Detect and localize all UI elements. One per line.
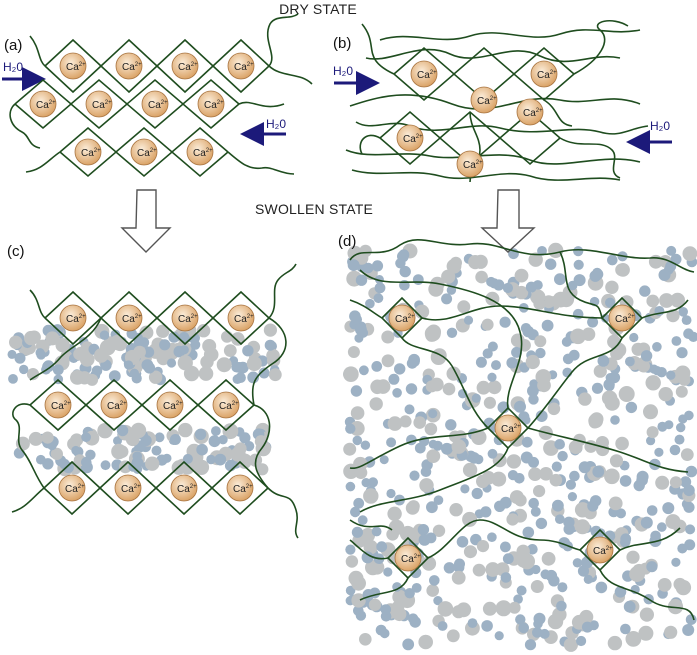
calcium-ion-icon: Ca2+ — [470, 86, 498, 114]
calcium-ion-icon: Ca2+ — [130, 138, 158, 166]
calcium-ion-label: Ca2+ — [219, 401, 239, 412]
calcium-ion-label: Ca2+ — [163, 401, 183, 412]
down-arrow-icon — [480, 189, 536, 253]
calcium-ion-icon: Ca2+ — [608, 304, 636, 332]
calcium-ion-icon: Ca2+ — [396, 124, 424, 152]
calcium-ion-icon: Ca2+ — [197, 90, 225, 118]
calcium-ion-label: Ca2+ — [92, 100, 112, 111]
calcium-ion-icon: Ca2+ — [114, 474, 142, 502]
calcium-ion-label: Ca2+ — [81, 148, 101, 159]
calcium-ion-label: Ca2+ — [107, 401, 127, 412]
panel-label-d: (d) — [338, 233, 356, 250]
calcium-ion-label: Ca2+ — [477, 96, 497, 107]
calcium-ion-icon: Ca2+ — [394, 544, 422, 572]
panel-label-b: (b) — [333, 35, 351, 52]
swollen-state-heading: SWOLLEN STATE — [255, 201, 373, 217]
calcium-ion-icon: Ca2+ — [58, 474, 86, 502]
water-label: H₂0 — [3, 60, 23, 74]
calcium-ion-icon: Ca2+ — [59, 52, 87, 80]
water-inflow-arrow-icon: H₂0 — [240, 117, 286, 146]
calcium-ion-label: Ca2+ — [178, 62, 198, 73]
calcium-ion-label: Ca2+ — [51, 401, 71, 412]
calcium-ion-icon: Ca2+ — [410, 60, 438, 88]
calcium-ion-icon: Ca2+ — [186, 138, 214, 166]
calcium-ion-icon: Ca2+ — [170, 474, 198, 502]
calcium-ion-label: Ca2+ — [65, 484, 85, 495]
calcium-ion-icon: Ca2+ — [171, 52, 199, 80]
water-molecules-panel-c — [7, 323, 282, 477]
calcium-ion-label: Ca2+ — [501, 424, 521, 435]
calcium-ion-icon: Ca2+ — [85, 90, 113, 118]
calcium-ion-icon: Ca2+ — [74, 138, 102, 166]
calcium-ion-label: Ca2+ — [66, 314, 86, 325]
panel-b-network — [345, 19, 649, 183]
calcium-ion-label: Ca2+ — [537, 70, 557, 81]
calcium-ion-icon: Ca2+ — [59, 304, 87, 332]
calcium-ion-label: Ca2+ — [523, 108, 543, 119]
calcium-ion-label: Ca2+ — [122, 314, 142, 325]
calcium-ion-icon: Ca2+ — [530, 60, 558, 88]
calcium-ion-icon: Ca2+ — [44, 391, 72, 419]
panel-a-network — [9, 13, 313, 178]
calcium-ion-icon: Ca2+ — [388, 304, 416, 332]
calcium-ion-icon: Ca2+ — [227, 304, 255, 332]
calcium-ion-icon: Ca2+ — [156, 391, 184, 419]
calcium-ion-icon: Ca2+ — [494, 414, 522, 442]
calcium-ion-icon: Ca2+ — [227, 52, 255, 80]
calcium-ion-icon: Ca2+ — [516, 98, 544, 126]
calcium-ion-label: Ca2+ — [177, 484, 197, 495]
calcium-ion-icon: Ca2+ — [212, 391, 240, 419]
calcium-ion-icon: Ca2+ — [100, 391, 128, 419]
water-inflow-arrow-icon: H₂0 — [2, 60, 46, 91]
calcium-ion-label: Ca2+ — [193, 148, 213, 159]
panel-label-a: (a) — [4, 37, 22, 54]
calcium-ion-icon: Ca2+ — [171, 304, 199, 332]
calcium-ion-icon: Ca2+ — [226, 474, 254, 502]
calcium-ion-label: Ca2+ — [148, 100, 168, 111]
water-label: H₂0 — [650, 119, 670, 133]
water-inflow-arrow-icon: H₂0 — [333, 64, 380, 95]
calcium-ion-label: Ca2+ — [233, 484, 253, 495]
calcium-ion-icon: Ca2+ — [29, 90, 57, 118]
panel-c-network — [11, 263, 299, 539]
calcium-ion-label: Ca2+ — [121, 484, 141, 495]
calcium-ion-label: Ca2+ — [178, 314, 198, 325]
calcium-ion-label: Ca2+ — [593, 546, 613, 557]
calcium-ion-label: Ca2+ — [395, 314, 415, 325]
calcium-ion-label: Ca2+ — [401, 554, 421, 565]
calcium-ion-label: Ca2+ — [137, 148, 157, 159]
down-arrow-icon — [120, 189, 172, 253]
water-label: H₂0 — [333, 64, 353, 78]
calcium-ion-label: Ca2+ — [234, 62, 254, 73]
calcium-ion-label: Ca2+ — [463, 160, 483, 171]
calcium-ion-label: Ca2+ — [204, 100, 224, 111]
dry-state-heading: DRY STATE — [279, 1, 357, 17]
panel-label-c: (c) — [7, 243, 25, 260]
calcium-ion-icon: Ca2+ — [586, 536, 614, 564]
calcium-ion-label: Ca2+ — [122, 62, 142, 73]
calcium-ion-icon: Ca2+ — [456, 150, 484, 178]
calcium-ion-label: Ca2+ — [417, 70, 437, 81]
calcium-ion-icon: Ca2+ — [115, 304, 143, 332]
panel-d-network — [349, 239, 695, 621]
calcium-ions: Ca2+ Ca2+ Ca2+ Ca2+ Ca2+ Ca2+ Ca2+ Ca2+ Ca2+ Ca2+… — [29, 52, 636, 572]
calcium-ion-label: Ca2+ — [403, 134, 423, 145]
calcium-ion-icon: Ca2+ — [115, 52, 143, 80]
calcium-ion-icon: Ca2+ — [141, 90, 169, 118]
water-label: H₂0 — [266, 117, 286, 131]
calcium-ion-label: Ca2+ — [615, 314, 635, 325]
water-inflow-arrow-icon: H₂0 — [626, 119, 672, 154]
calcium-ion-label: Ca2+ — [36, 100, 56, 111]
calcium-ion-label: Ca2+ — [234, 314, 254, 325]
calcium-ion-label: Ca2+ — [66, 62, 86, 73]
